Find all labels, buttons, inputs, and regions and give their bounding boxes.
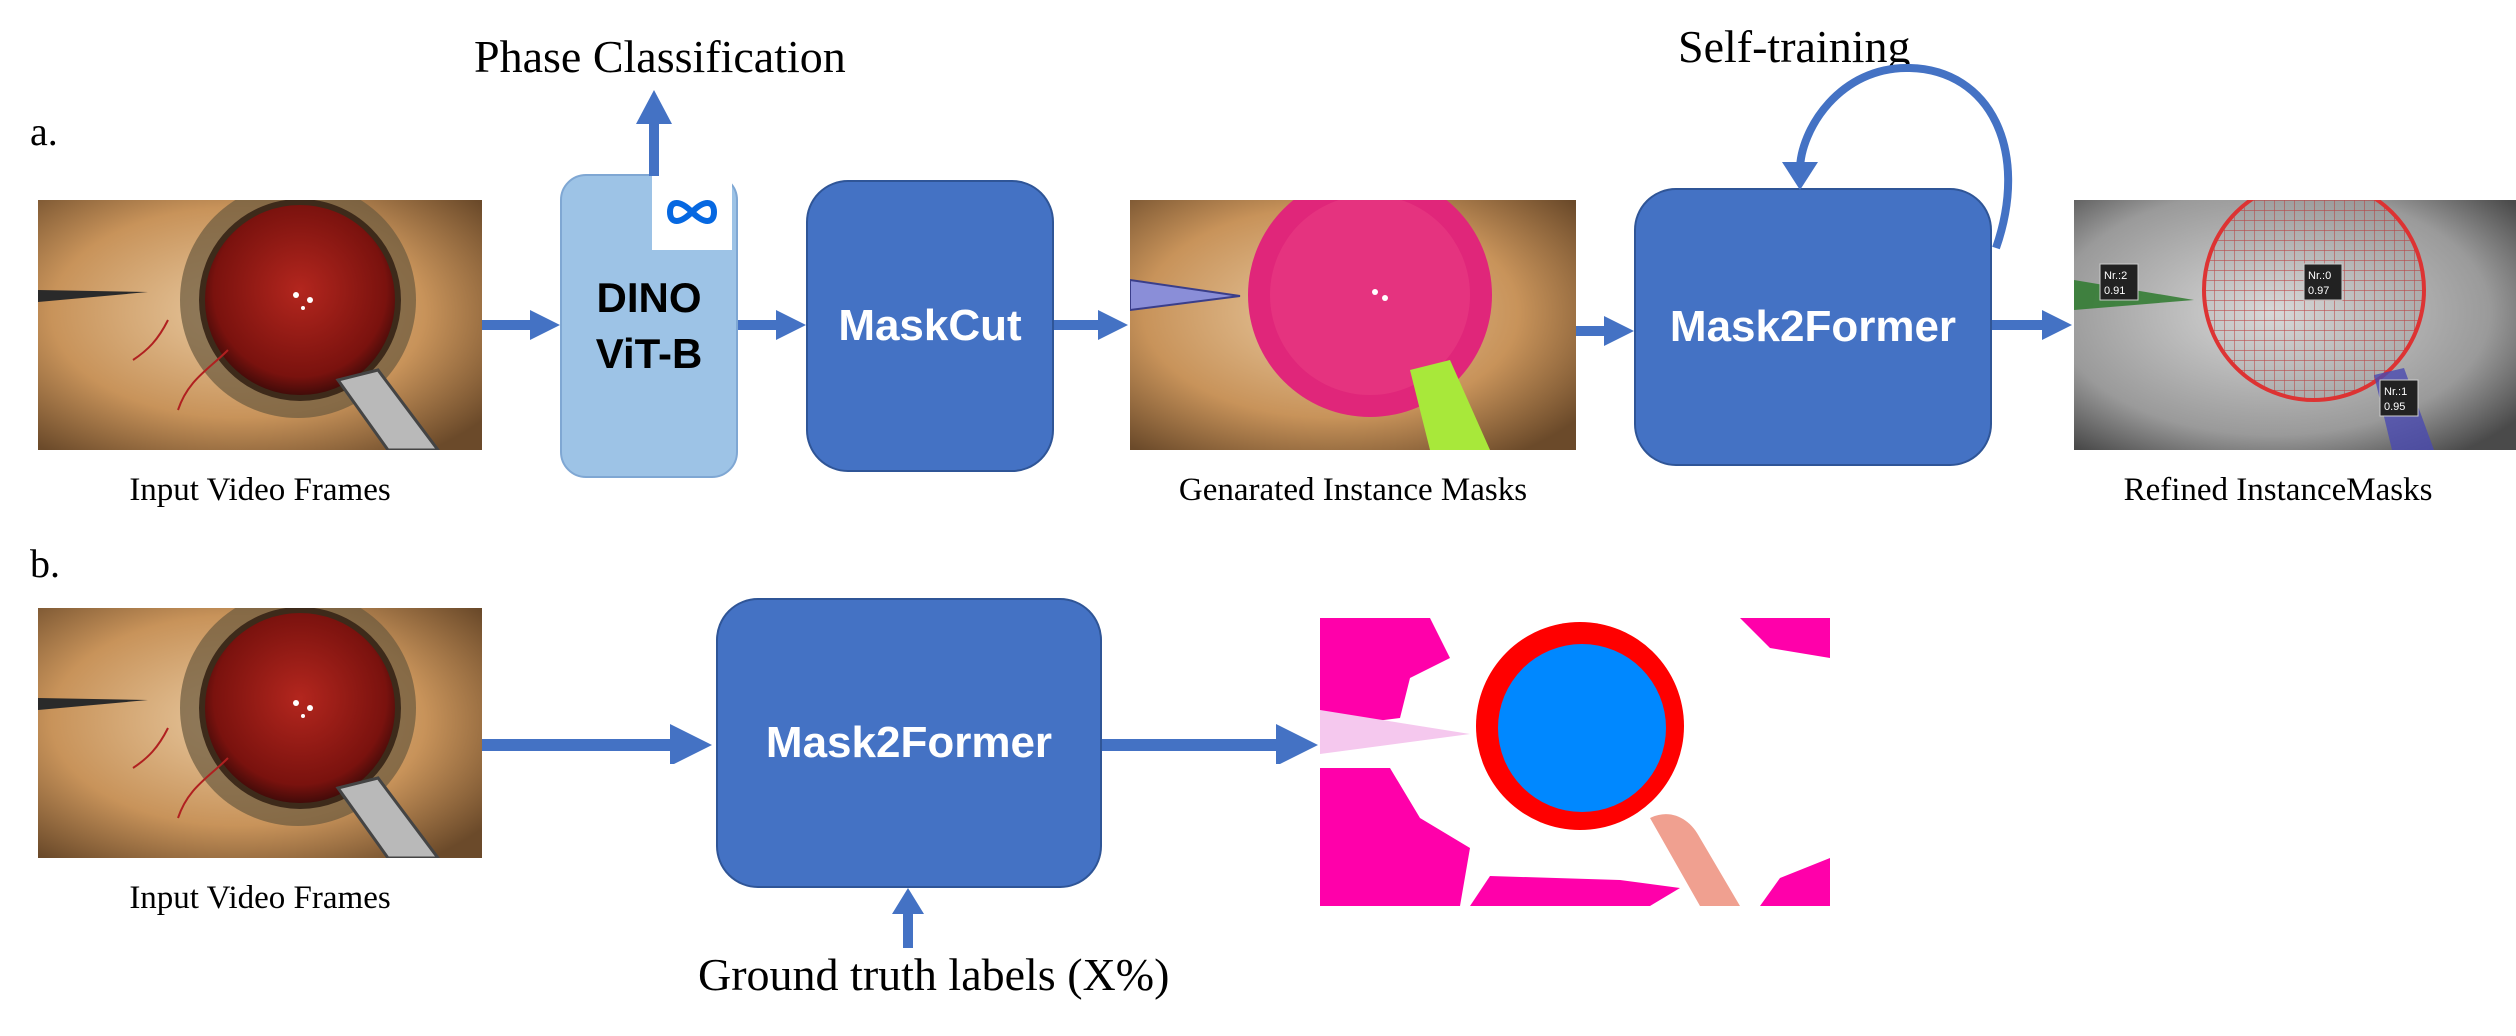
arrow-mask2former-to-refined [1992, 310, 2072, 340]
encoder-line2: ViT-B [595, 330, 703, 377]
arrow-encoder-to-maskcut [738, 310, 806, 340]
arrow-mask2former-to-segmentation [1102, 724, 1318, 764]
segmentation-output-frame [1320, 618, 1830, 906]
arrow-maskcut-to-masks [1054, 310, 1128, 340]
self-training-label: Self-training [1678, 21, 1911, 72]
arrow-encoder-to-phase [636, 90, 672, 176]
generated-masks-frame [1130, 200, 1576, 450]
phase-classification-label: Phase Classification [474, 31, 846, 82]
arrow-gt-to-mask2former [892, 888, 924, 948]
self-training-loop-arrow [1782, 63, 2013, 250]
input-caption-a: Input Video Frames [129, 472, 391, 508]
mask2former-box-a: Mask2Former [1634, 188, 1992, 466]
detection-label-1: Nr.:0 [2308, 270, 2331, 282]
input-caption-b: Input Video Frames [129, 880, 391, 916]
input-frame-a [38, 200, 482, 450]
ground-truth-label: Ground truth labels (X%) [698, 949, 1170, 1000]
refined-caption: Refined InstanceMasks [2123, 472, 2433, 508]
detection-score-1: 0.97 [2308, 285, 2329, 297]
refined-masks-frame: Nr.:2 0.91 Nr.:0 0.97 Nr.:1 0.95 [2074, 200, 2516, 450]
detection-score-2: 0.95 [2384, 401, 2405, 413]
generated-caption: Genarated Instance Masks [1178, 472, 1528, 508]
input-frame-b [38, 608, 482, 858]
part-a-label: a. [30, 109, 58, 154]
detection-label-2: Nr.:1 [2384, 386, 2407, 398]
detection-score-0: 0.91 [2104, 285, 2125, 297]
detection-label-0: Nr.:2 [2104, 270, 2127, 282]
mask2former-box-b: Mask2Former [716, 598, 1102, 888]
arrow-masks-to-mask2former [1576, 316, 1634, 346]
arrow-input-to-mask2former-b [482, 724, 712, 764]
arrow-input-to-encoder [482, 310, 560, 340]
maskcut-box: MaskCut [806, 180, 1054, 472]
part-b-label: b. [30, 541, 60, 586]
encoder-line1: DINO [596, 274, 702, 321]
meta-logo-icon [652, 174, 732, 250]
